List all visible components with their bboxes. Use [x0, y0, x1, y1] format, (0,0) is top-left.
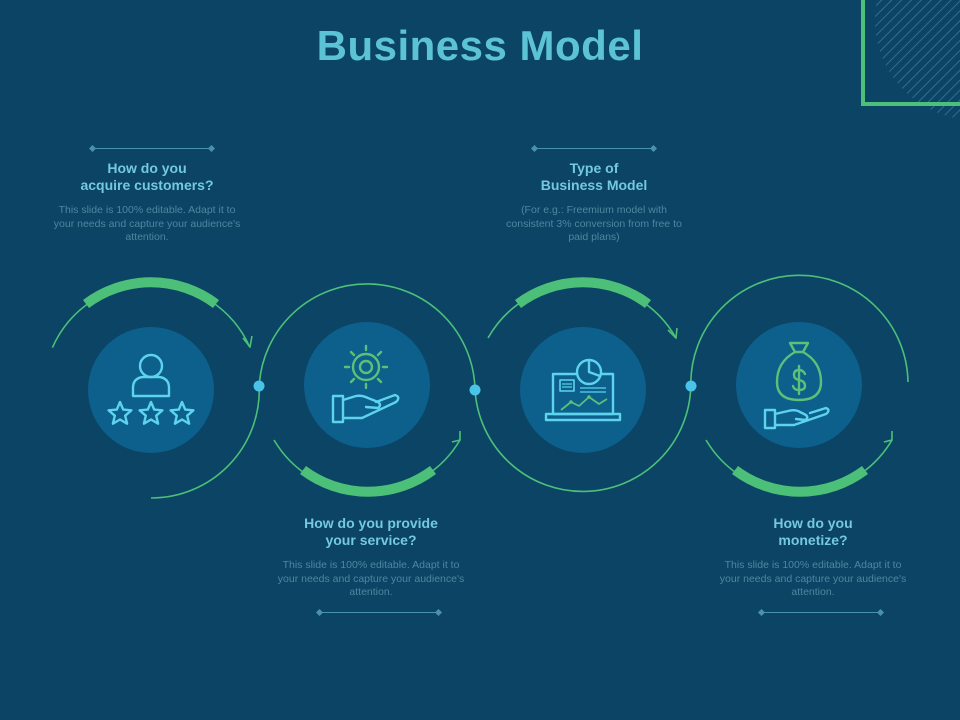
step-3-heading: Type of Business Model — [540, 160, 648, 193]
accent-arc-4 — [731, 465, 869, 497]
accent-arc-3 — [514, 277, 652, 309]
divider-step-4 — [757, 608, 885, 617]
step-circle-3 — [520, 327, 646, 453]
divider-step-3 — [530, 144, 658, 153]
customer-rating-icon — [107, 353, 195, 425]
connector-dot-1 — [253, 380, 265, 392]
step-circle-1 — [88, 327, 214, 453]
corner-frame — [861, 0, 960, 106]
step-1-text: How do you acquire customers? This slide… — [52, 160, 242, 245]
step-3-body: (For e.g.: Freemium model with consisten… — [506, 204, 682, 243]
ring-arc-2-top — [258, 283, 476, 390]
step-4-body: This slide is 100% editable. Adapt it to… — [719, 559, 907, 598]
arrowhead-2 — [451, 431, 461, 443]
divider-step-2 — [315, 608, 443, 617]
arrowhead-4 — [883, 431, 893, 443]
step-1-heading: How do you acquire customers? — [80, 160, 214, 193]
hatched-circle — [875, 0, 960, 119]
step-4-heading: How do you monetize? — [773, 515, 853, 548]
page-title: Business Model — [316, 22, 644, 69]
step-4-text: How do you monetize? This slide is 100% … — [718, 515, 908, 600]
connector-dot-2 — [469, 384, 481, 396]
divider-step-1 — [88, 144, 216, 153]
money-bag-in-hand-icon — [763, 341, 830, 430]
analytics-laptop-icon — [544, 358, 622, 422]
arrowhead-1 — [242, 335, 253, 348]
accent-arc-1 — [82, 277, 220, 309]
step-3-text: Type of Business Model (For e.g.: Freemi… — [500, 160, 688, 245]
gear-in-hand-icon — [331, 344, 400, 424]
ring-arc-4-top — [689, 274, 909, 386]
ring-arc-1-right — [150, 385, 261, 499]
step-2-text: How do you provide your service? This sl… — [276, 515, 466, 600]
step-2-body: This slide is 100% editable. Adapt it to… — [277, 559, 465, 598]
arrowhead-3 — [667, 327, 678, 339]
ring-arc-3-bottom — [474, 385, 692, 493]
step-1-body: This slide is 100% editable. Adapt it to… — [53, 204, 241, 243]
connector-dot-3 — [685, 380, 697, 392]
accent-arc-2 — [299, 465, 437, 497]
step-2-heading: How do you provide your service? — [304, 515, 438, 548]
